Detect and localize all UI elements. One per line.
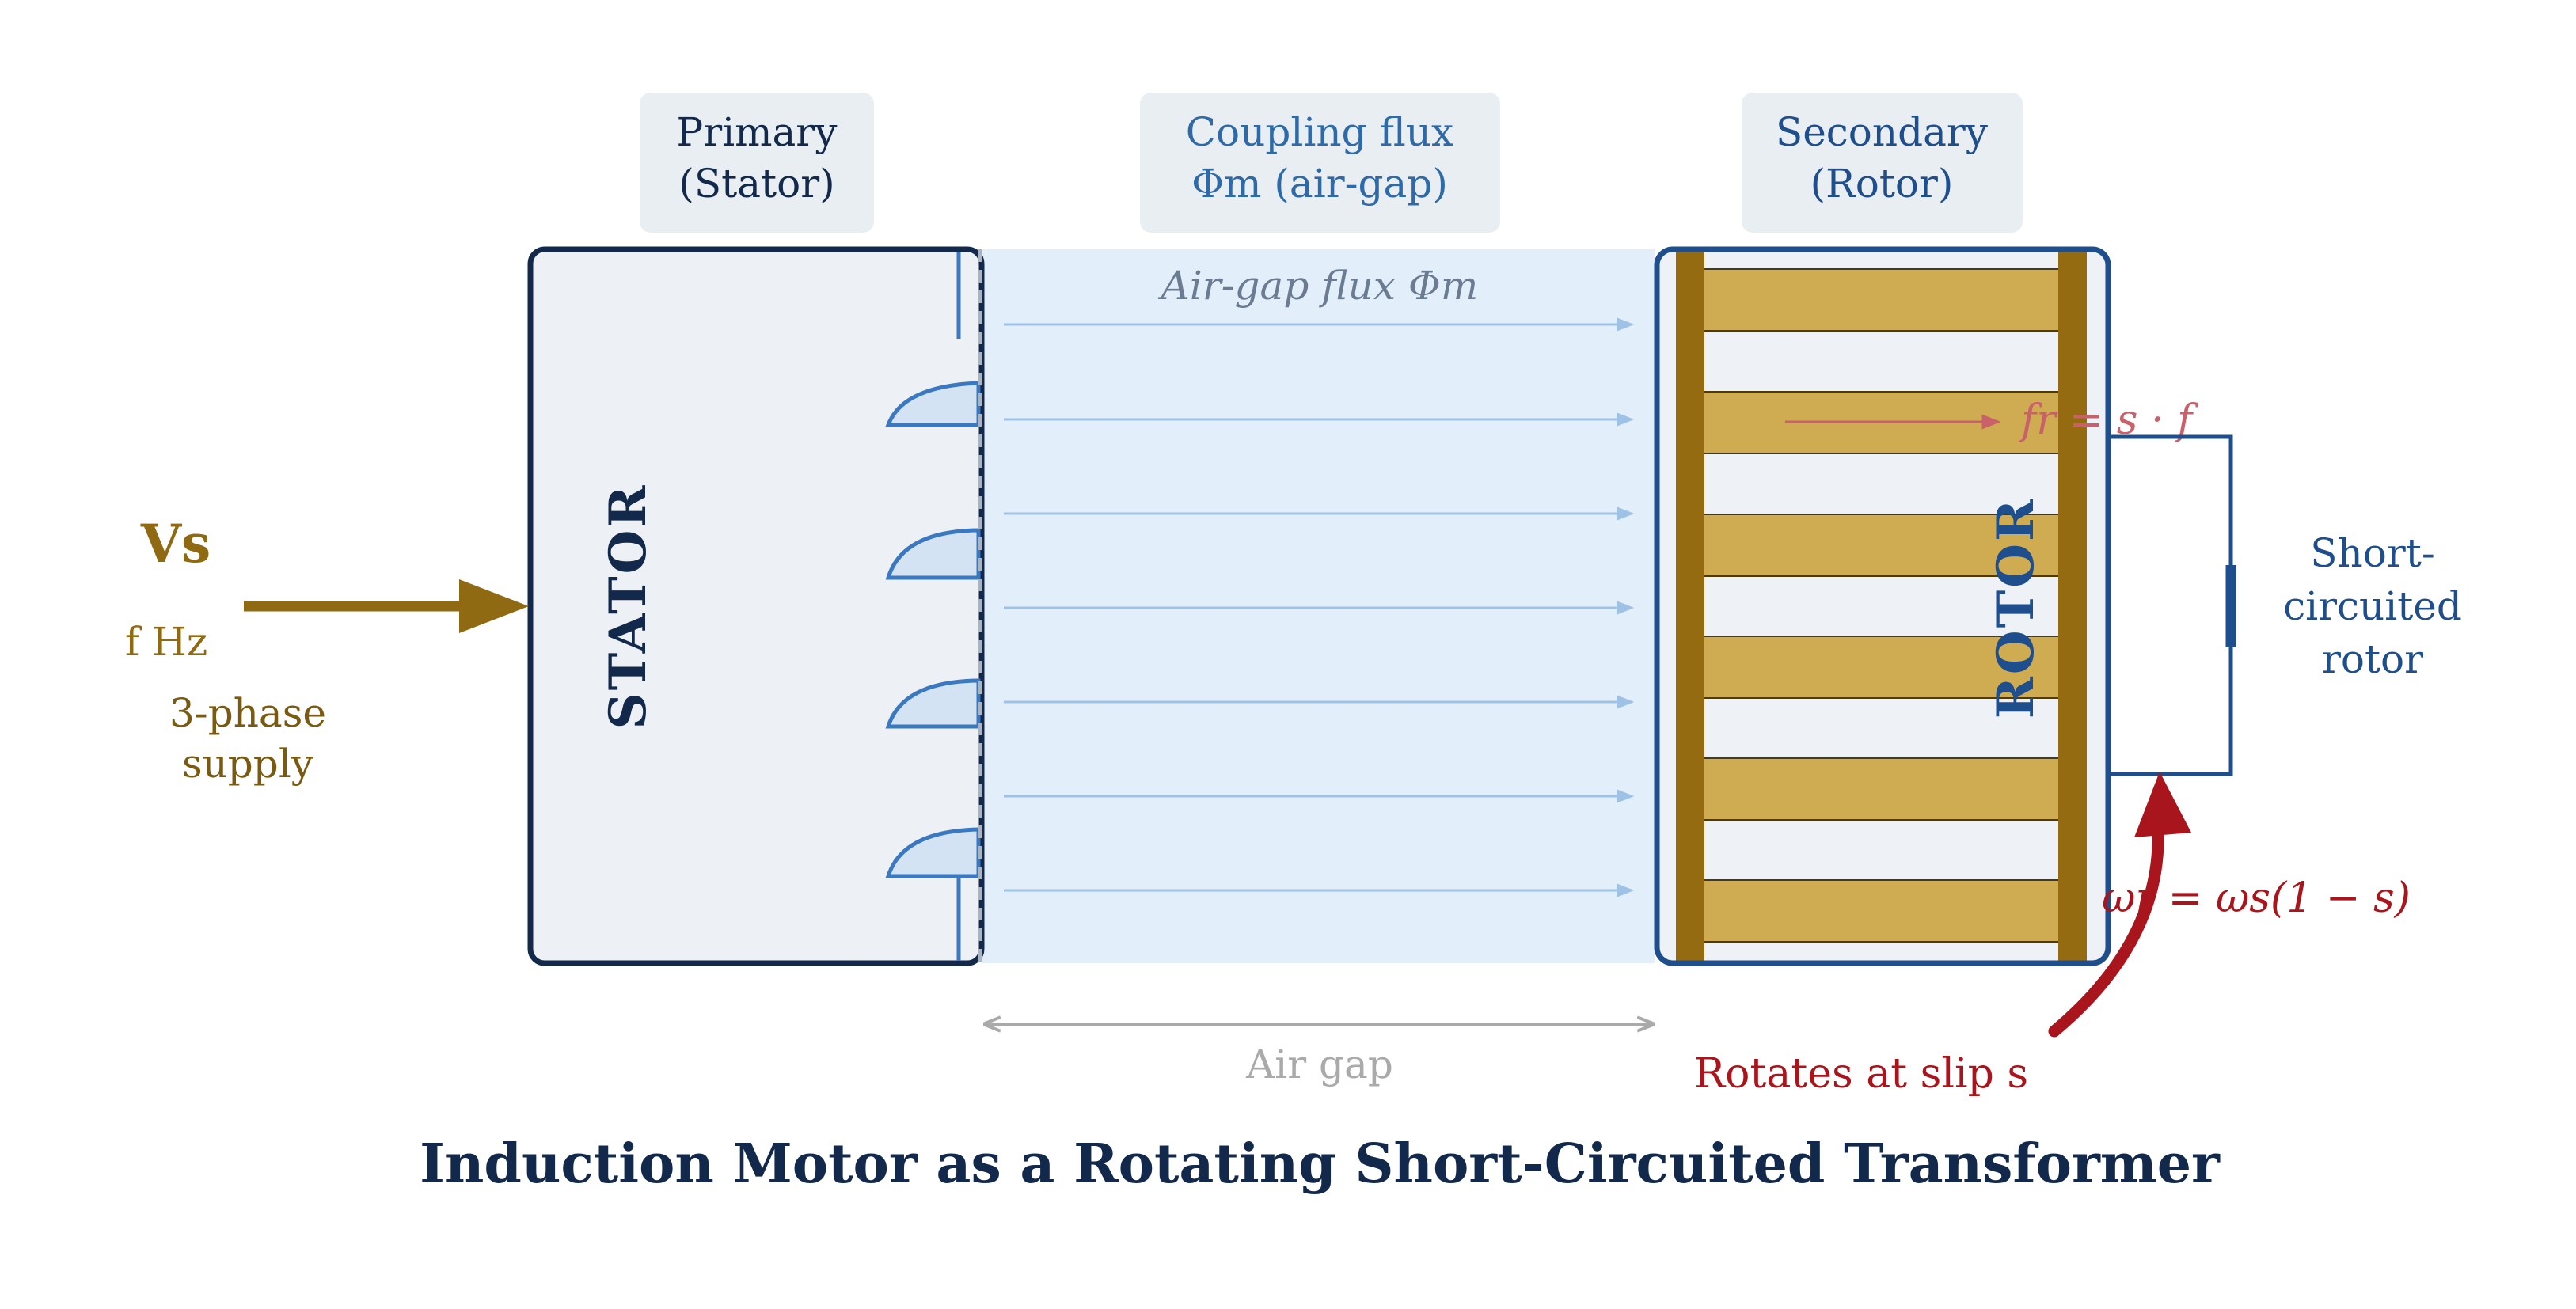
rotation-arrow-curve bbox=[2048, 825, 2164, 1038]
rotor-end-ring-right bbox=[2058, 252, 2087, 961]
rotor-bar bbox=[1685, 514, 2072, 577]
primary-label-line2: (Stator) bbox=[678, 161, 834, 207]
header-box-coupling: Coupling flux Φm (air-gap) bbox=[1140, 93, 1500, 233]
diagram-title: Induction Motor as a Rotating Short-Circ… bbox=[420, 1133, 2221, 1196]
rotor-outline bbox=[1654, 246, 2111, 966]
air-gap-label: Air gap bbox=[1245, 1042, 1393, 1087]
rotor-end-ring-left bbox=[1676, 252, 1704, 961]
coupling-label-line2: Φm (air-gap) bbox=[1191, 161, 1448, 207]
supply-group: Vs f Hz 3-phase supply bbox=[125, 513, 529, 787]
primary-label-line1: Primary bbox=[677, 109, 838, 155]
rotor-block: ROTOR bbox=[1654, 246, 2111, 966]
rotation-arrow-head bbox=[2134, 772, 2191, 837]
rotor-bar bbox=[1685, 268, 2072, 332]
winding-slot bbox=[885, 528, 981, 580]
rotor-speed-label: ωr = ωs(1 − s) bbox=[2102, 875, 2411, 922]
air-gap-flux-label: Air-gap flux Φm bbox=[1158, 263, 1479, 309]
stator-windings bbox=[885, 252, 981, 961]
supply-frequency: f Hz bbox=[125, 619, 207, 665]
slip-label: Rotates at slip s bbox=[1694, 1050, 2028, 1098]
supply-arrow-head bbox=[459, 579, 529, 633]
supply-type-line1: 3-phase bbox=[169, 690, 326, 736]
rotor-bar bbox=[1685, 879, 2072, 943]
header-box-primary: Primary (Stator) bbox=[640, 93, 874, 233]
coupling-label-line1: Coupling flux bbox=[1186, 109, 1453, 155]
secondary-label-line2: (Rotor) bbox=[1810, 161, 1954, 207]
air-gap-dimension: Air gap bbox=[985, 1024, 1653, 1087]
supply-voltage: Vs bbox=[140, 513, 211, 575]
short-circuit-line1: Short- bbox=[2310, 530, 2434, 576]
short-circuit-line3: rotor bbox=[2322, 636, 2423, 682]
stator-block: STATOR bbox=[527, 246, 985, 966]
secondary-label-line1: Secondary bbox=[1776, 109, 1989, 155]
short-circuit-wire bbox=[2108, 434, 2233, 776]
air-gap-region bbox=[982, 249, 1655, 963]
rotor-label: ROTOR bbox=[1986, 497, 2046, 719]
rotor-bar bbox=[1685, 757, 2072, 821]
short-circuit-loop bbox=[2108, 434, 2236, 776]
flux-arrows bbox=[1004, 317, 1635, 897]
winding-slot bbox=[885, 678, 981, 729]
header-box-secondary: Secondary (Rotor) bbox=[1742, 93, 2023, 233]
stator-label: STATOR bbox=[598, 483, 658, 729]
supply-type-line2: supply bbox=[182, 741, 314, 787]
rotation-arrow bbox=[2048, 772, 2191, 1038]
short-circuit-line2: circuited bbox=[2283, 583, 2462, 629]
